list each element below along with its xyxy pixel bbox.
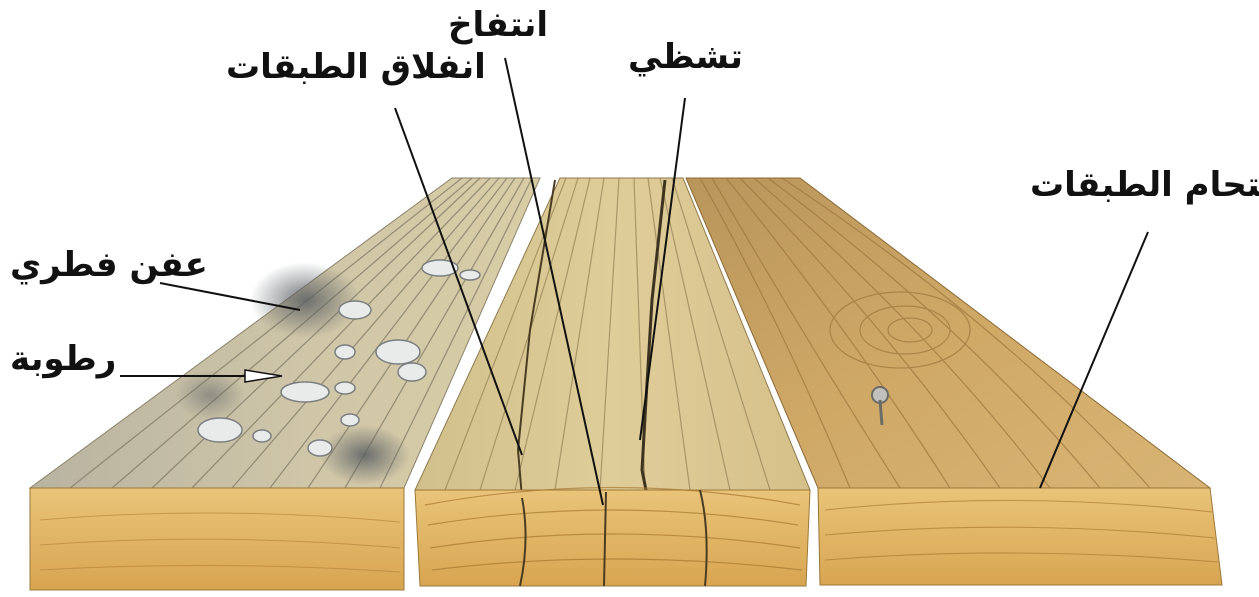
mold-patch xyxy=(320,425,410,485)
label-fungal-rot: عفن فطري xyxy=(10,248,208,282)
label-adhesion: التحام الطبقات xyxy=(1030,168,1259,202)
label-splitting: تشظي xyxy=(628,40,743,74)
middle-board-end-face xyxy=(415,490,810,586)
label-delamination: انفلاق الطبقات xyxy=(226,50,486,84)
label-swelling: انتفاخ xyxy=(448,8,548,42)
right-board-end-face xyxy=(818,488,1222,585)
mold-patch xyxy=(250,262,360,338)
mold-patch xyxy=(175,370,245,420)
label-moisture: رطوبة xyxy=(10,342,116,376)
